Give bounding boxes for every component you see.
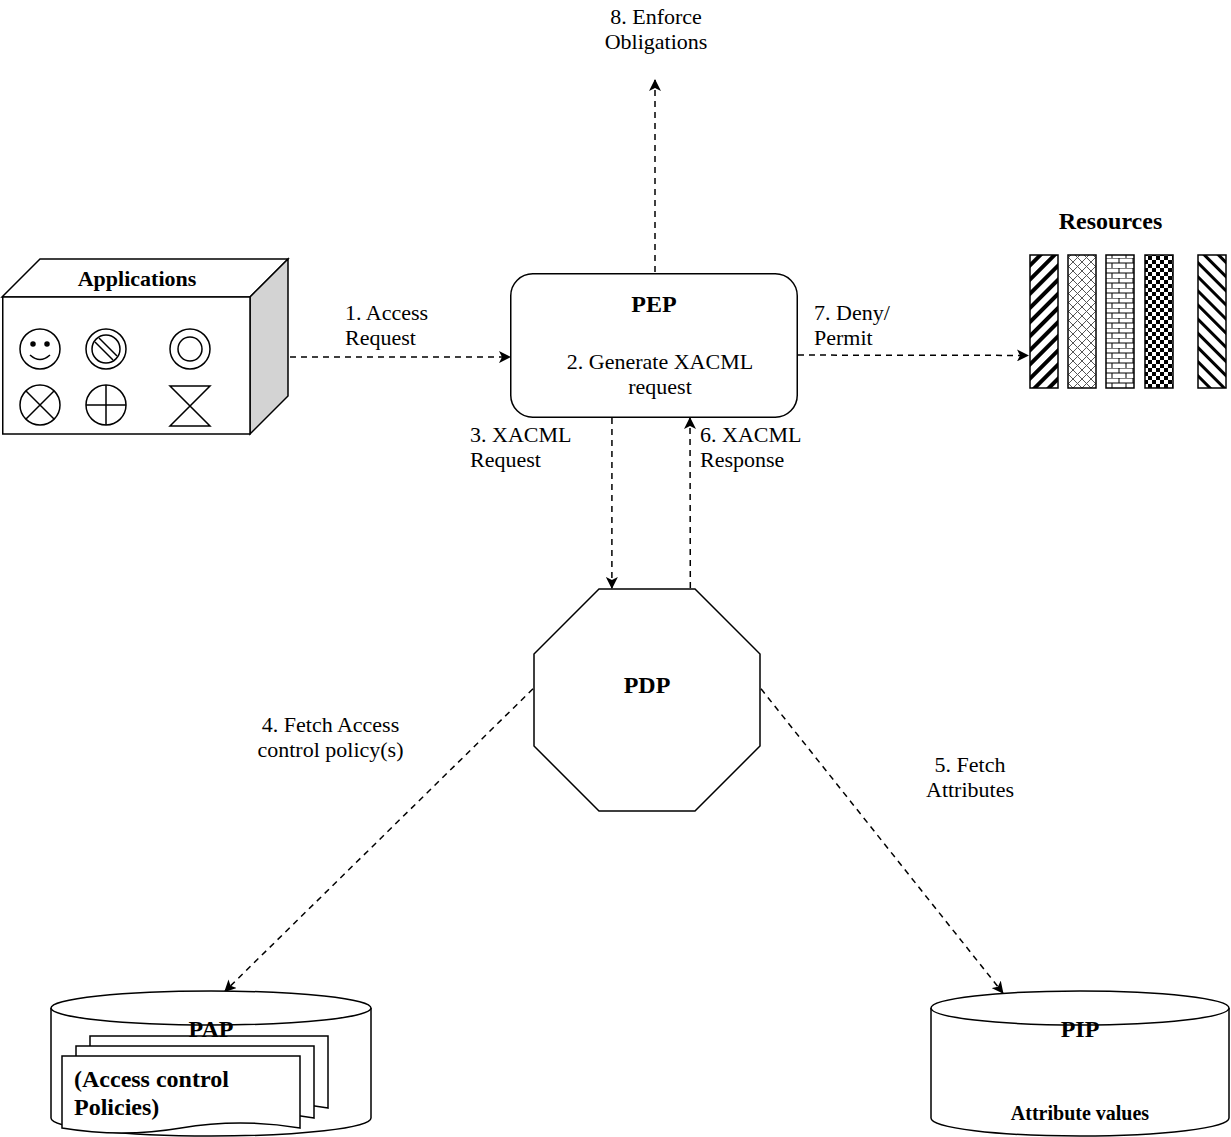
step-label: 7. Deny/ Permit (814, 300, 919, 351)
resource-bar (1106, 255, 1134, 388)
outline-part (2, 259, 288, 297)
flow-arrow (689, 418, 691, 588)
outline-part (931, 1008, 1229, 1136)
app-icon (86, 385, 126, 425)
app-icon (45, 342, 49, 346)
resource-bar (1198, 255, 1226, 388)
app-icon (26, 391, 54, 419)
resources-group: Resources (1028, 208, 1230, 390)
store-content: Attribute values (930, 1102, 1230, 1125)
store-heading: PAP (50, 1016, 372, 1044)
node-outline (533, 588, 761, 812)
resource-bar (1145, 255, 1173, 388)
flow-arrow (761, 689, 1003, 993)
app-icon (86, 385, 126, 425)
obligation-label: 8. Enforce Obligations (578, 4, 734, 55)
app-icon (170, 329, 210, 369)
outline-part (511, 274, 798, 418)
group-heading: Resources (1028, 208, 1193, 236)
app-icon (95, 338, 117, 360)
app-icon (92, 335, 120, 363)
box-heading: Applications (22, 266, 252, 291)
resource-bar (1068, 255, 1096, 388)
pap-store: PAP (Access control Policies) (50, 990, 372, 1136)
step-label: 1. Access Request (345, 300, 460, 351)
outline-part (51, 1008, 371, 1136)
flow-arrow (225, 689, 533, 992)
box-heading: PDP (533, 672, 761, 700)
pip-store: PIP Attribute values (930, 990, 1230, 1136)
store-content: (Access control Policies) (74, 1066, 304, 1121)
store-heading: PIP (930, 1016, 1230, 1044)
outline-part (534, 589, 760, 811)
app-icon (20, 329, 60, 369)
step-label: 6. XACML Response (700, 422, 835, 473)
flow-arrow (290, 356, 510, 358)
pep-box: PEP 2. Generate XACML request (510, 273, 798, 418)
app-icon (170, 386, 210, 426)
pdp-octagon: PDP (533, 588, 761, 812)
flow-arrow (798, 354, 1028, 356)
app-icon (86, 329, 126, 369)
step-label: 4. Fetch Access control policy(s) (248, 712, 413, 763)
app-icon (178, 337, 202, 361)
node-outline (1028, 208, 1230, 390)
step-label: 5. Fetch Attributes (900, 752, 1040, 803)
box-heading: PEP (510, 291, 798, 319)
application-box: Applications (2, 258, 290, 436)
resource-bar (1030, 255, 1058, 388)
app-icon (20, 385, 60, 425)
outline-part (250, 259, 288, 434)
step-label: 3. XACML Request (470, 422, 598, 473)
flow-arrow (611, 418, 613, 588)
outline-part (3, 297, 250, 434)
step-text: 2. Generate XACML request (535, 349, 785, 400)
app-icon (31, 342, 35, 346)
app-icon (30, 355, 50, 360)
obligation-arrow (654, 80, 656, 272)
